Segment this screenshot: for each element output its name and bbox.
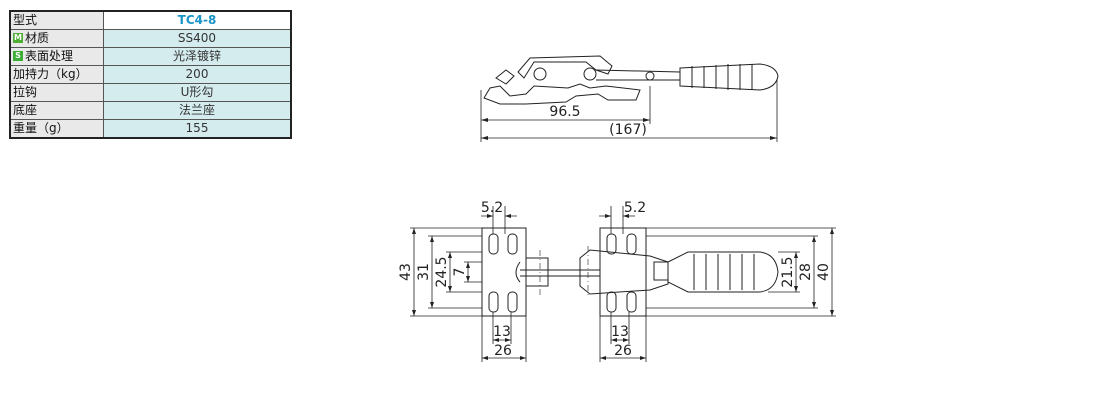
spec-value-weight: 155 xyxy=(103,119,292,139)
dim-label-28: 28 xyxy=(798,263,814,281)
u-hook xyxy=(520,257,600,287)
dim-label-31: 31 xyxy=(416,263,432,281)
spec-value-surface: 光泽镀锌 xyxy=(103,47,292,66)
side-view xyxy=(480,55,779,142)
right-slot-3 xyxy=(606,291,617,313)
top-view xyxy=(410,206,836,362)
left-dim-lines xyxy=(413,228,469,316)
dim-label-52-right: 5.2 xyxy=(624,200,646,216)
dim-label-167: (167) xyxy=(609,122,647,138)
spec-label-model: 型式 xyxy=(9,10,104,30)
spec-label-material: 材质 xyxy=(25,31,50,45)
right-slot-2 xyxy=(626,233,637,255)
right-slot-1 xyxy=(606,233,617,255)
spec-label-weight: 重量（g） xyxy=(9,119,104,139)
spec-row-force: 加持力（kg） 200 xyxy=(9,65,292,84)
dim-label-7: 7 xyxy=(452,268,468,277)
spec-value-hook: U形勾 xyxy=(103,83,292,102)
surface-badge-icon: S xyxy=(13,50,23,61)
bottom-dim-lines xyxy=(482,339,646,359)
left-slot-2 xyxy=(507,233,518,255)
right-dim-lines xyxy=(795,228,833,316)
side-handle-grooves xyxy=(691,64,753,90)
top-handle xyxy=(667,251,779,293)
dim-label-245: 24.5 xyxy=(434,256,450,287)
dim-label-215: 21.5 xyxy=(780,256,796,287)
side-rod xyxy=(595,69,681,81)
center-lines xyxy=(539,246,589,298)
spec-value-material: SS400 xyxy=(103,29,292,48)
left-slot-1 xyxy=(488,233,499,255)
right-slot-4 xyxy=(626,291,637,313)
spec-label-base: 底座 xyxy=(9,101,104,120)
dim-label-965: 96.5 xyxy=(549,104,580,120)
dim-label-40: 40 xyxy=(816,263,832,281)
material-badge-icon: M xyxy=(13,32,23,43)
dim-label-43: 43 xyxy=(398,263,414,281)
top-extension-lines xyxy=(410,206,836,362)
lever-body xyxy=(579,249,669,295)
side-extension-lines xyxy=(480,80,778,142)
top-handle-grooves xyxy=(693,254,755,290)
u-hook-inner xyxy=(515,261,521,283)
spec-label-surface: 表面处理 xyxy=(25,49,74,63)
spec-label-hook: 拉钩 xyxy=(9,83,104,102)
dim-label-52-left: 5.2 xyxy=(481,200,503,216)
spec-row-weight: 重量（g） 155 xyxy=(9,119,292,139)
side-pivot-left xyxy=(533,67,547,81)
left-flange-plate xyxy=(481,227,527,317)
side-handle xyxy=(679,63,779,91)
dim-label-13-right: 13 xyxy=(611,324,629,340)
dim-label-13-left: 13 xyxy=(493,324,511,340)
left-slot-3 xyxy=(488,291,499,313)
dim-label-26-left: 26 xyxy=(494,343,512,359)
spec-row-hook: 拉钩 U形勾 xyxy=(9,83,292,102)
side-pivot-mid xyxy=(583,67,597,81)
side-hook xyxy=(495,69,515,85)
side-lever-arm xyxy=(517,55,613,79)
spec-label-force: 加持力（kg） xyxy=(9,65,104,84)
spec-value-base: 法兰座 xyxy=(103,101,292,120)
side-base-plate xyxy=(483,83,641,105)
lever-pin xyxy=(653,261,669,281)
spec-row-base: 底座 法兰座 xyxy=(9,101,292,120)
side-pivot-right xyxy=(645,71,655,81)
left-slot-4 xyxy=(507,291,518,313)
dim-label-26-right: 26 xyxy=(614,343,632,359)
